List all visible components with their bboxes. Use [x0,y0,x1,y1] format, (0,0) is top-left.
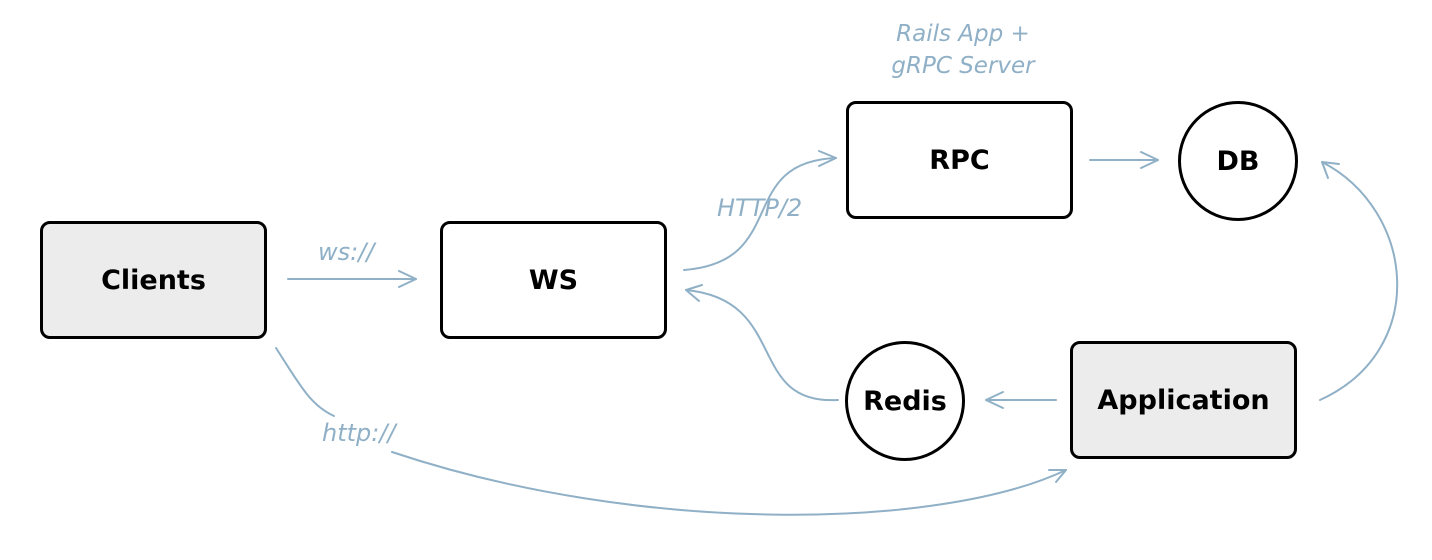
rpc-caption-line2: gRPC Server [891,53,1035,79]
edge-redis-ws [685,284,839,402]
edge-rpc-db [1089,151,1159,169]
rpc-node: RPC [846,101,1073,219]
edge-clients-application [275,347,1067,516]
edge-ws-rpc [683,150,837,271]
db-node: DB [1178,101,1298,221]
edge-application-redis [985,391,1057,409]
edge-label-http2: HTTP/2 [717,194,803,222]
edge-clients-ws [287,270,417,288]
rpc-caption-line1: Rails App + [896,21,1030,47]
edge-application-db [1319,161,1399,401]
rpc-caption: Rails App + gRPC Server [843,18,1083,82]
application-node: Application [1070,341,1297,459]
clients-node: Clients [40,221,267,339]
ws-node: WS [440,221,667,339]
redis-node: Redis [845,341,965,461]
edge-label-http: http:// [322,419,396,447]
edge-label-ws: ws:// [318,238,375,266]
